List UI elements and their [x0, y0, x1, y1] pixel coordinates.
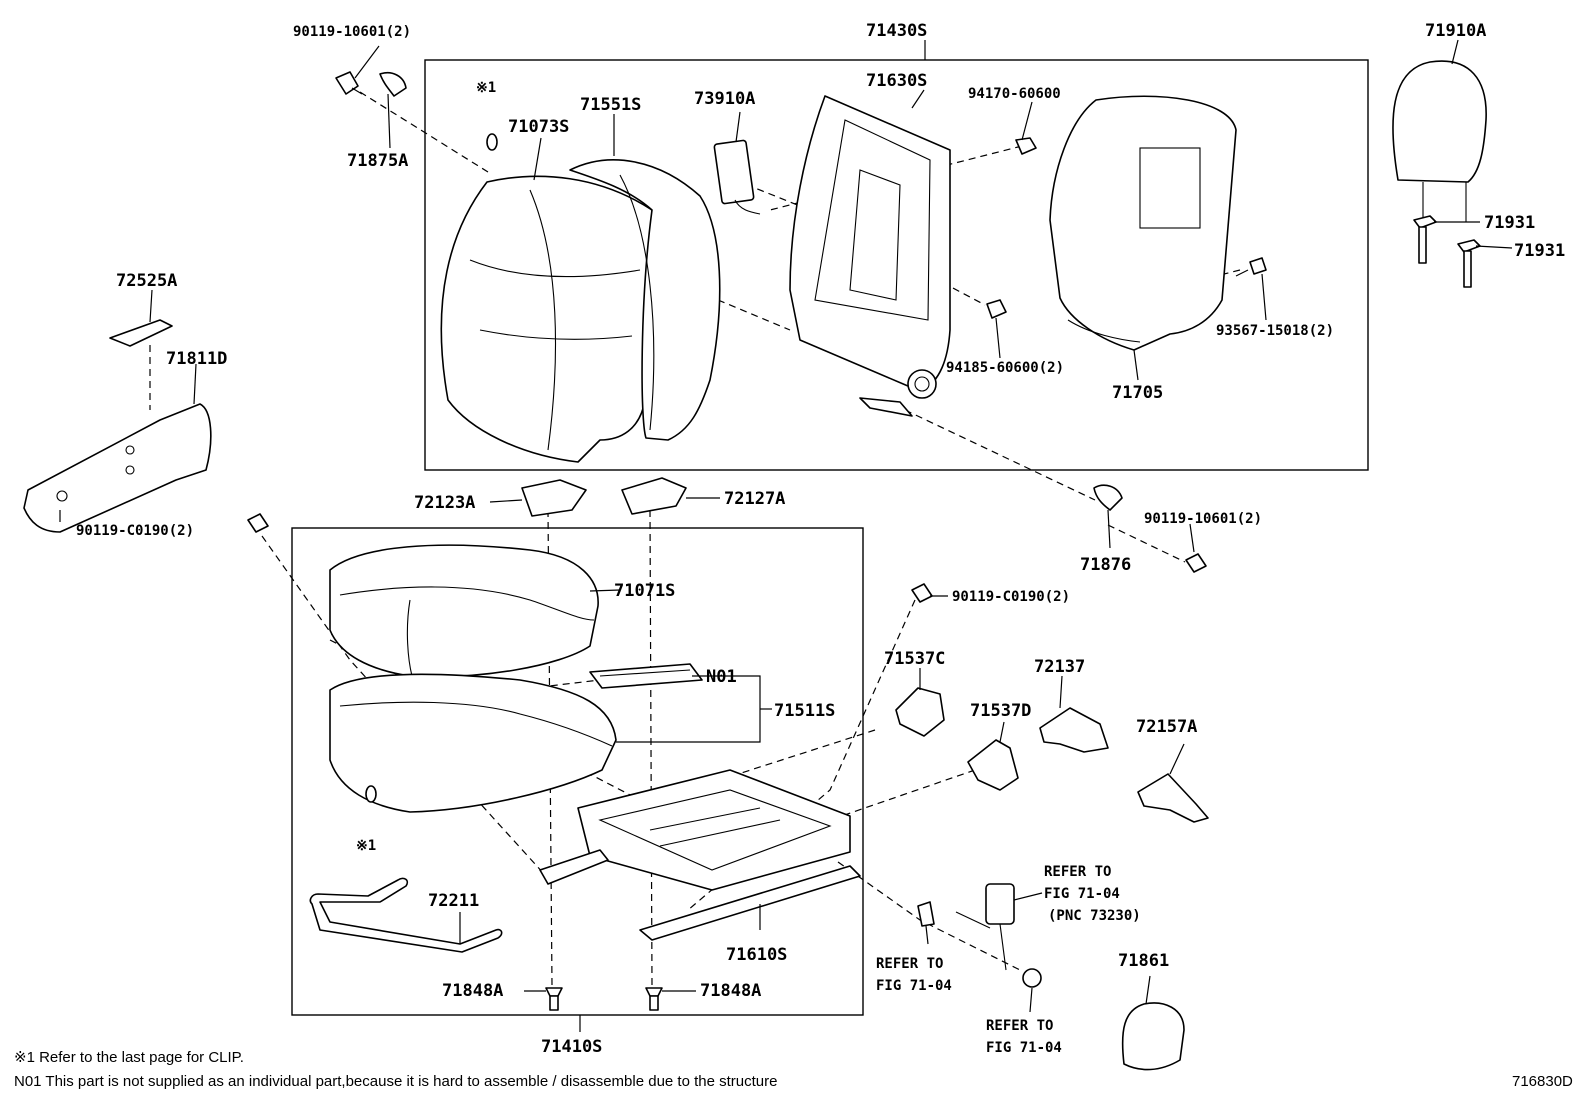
side-airbag-73910A: [713, 139, 761, 215]
label-71705: 71705: [1112, 383, 1163, 403]
label-90119-10601-right: 90119-10601(2): [1144, 511, 1262, 527]
leader-lines: [59, 39, 1513, 1013]
headrest-guide-71931-b: [1457, 239, 1481, 288]
headrest-71910A: [1392, 60, 1487, 222]
cushion-cover-71071S: [329, 544, 599, 678]
headrest-guide-71931-a: [1413, 215, 1437, 264]
footnote-clip: ※1 Refer to the last page for CLIP.: [14, 1049, 244, 1066]
bolt-71848A-left: [545, 987, 563, 1011]
footnote-n01: N01 This part is not supplied as an indi…: [14, 1073, 777, 1090]
seatback-assembly-box: [424, 59, 1369, 471]
bolt-90119-10601-right: [1185, 553, 1207, 573]
seatback-board-71705: [1049, 95, 1237, 351]
cover-71537D: [967, 739, 1019, 791]
label-71876: 71876: [1080, 555, 1131, 575]
cover-71537C: [895, 687, 945, 737]
label-93567-15018: 93567-15018(2): [1216, 323, 1334, 339]
nut-refer-bottom: [1022, 968, 1042, 988]
label-72127A: 72127A: [724, 489, 785, 509]
label-71811D: 71811D: [166, 349, 227, 369]
cover-71861: [1121, 1002, 1185, 1071]
label-94185-60600: 94185-60600(2): [946, 360, 1064, 376]
label-71410S: 71410S: [541, 1037, 602, 1057]
label-71430S: 71430S: [866, 21, 927, 41]
label-clip-mark-top: ※1: [476, 80, 496, 96]
cover-72525A: [109, 319, 173, 347]
seatback-pad-71551S: [569, 159, 721, 441]
bolt-71848A-right: [645, 987, 663, 1011]
label-73910A: 73910A: [694, 89, 755, 109]
label-clip-mark-bottom: ※1: [356, 838, 376, 854]
cushion-assembly-box: [291, 527, 864, 1016]
ref-mid-line1: REFER TO: [876, 956, 943, 972]
label-71910A: 71910A: [1425, 21, 1486, 41]
label-72123A: 72123A: [414, 493, 475, 513]
label-71537C: 71537C: [884, 649, 945, 669]
clip-refer-mid: [917, 901, 935, 927]
seatback-frame-71630S: [789, 95, 951, 417]
label-94170-60600: 94170-60600: [968, 86, 1061, 102]
ref-bottom-line1: REFER TO: [986, 1018, 1053, 1034]
wire-72211: [309, 877, 503, 953]
label-72525A: 72525A: [116, 271, 177, 291]
label-71861: 71861: [1118, 951, 1169, 971]
nut-94170-60600: [1015, 137, 1037, 155]
bolt-90119-C0190-mid: [911, 583, 933, 603]
ref-bottom-line2: FIG 71-04: [986, 1040, 1062, 1056]
cover-71875A: [379, 72, 407, 97]
label-71511S: 71511S: [774, 701, 835, 721]
label-72211: 72211: [428, 891, 479, 911]
ref-right-line2: FIG 71-04: [1044, 886, 1120, 902]
buckle-73230: [955, 883, 1015, 971]
nut-94185-60600: [986, 299, 1007, 319]
cushion-pad-71511S: [329, 673, 617, 813]
spring-N01: [589, 663, 703, 689]
screw-93567-15018: [1235, 257, 1267, 277]
label-71551S: 71551S: [580, 95, 641, 115]
label-71610S: 71610S: [726, 945, 787, 965]
handle-72157A: [1137, 773, 1209, 823]
label-71931-a: 71931: [1484, 213, 1535, 233]
label-71848A-right: 71848A: [700, 981, 761, 1001]
clip-mark-bottom-shape: [365, 785, 377, 803]
label-90119-C0190-left: 90119-C0190(2): [76, 523, 194, 539]
cover-72127A: [621, 477, 687, 515]
label-72157A: 72157A: [1136, 717, 1197, 737]
label-71073S: 71073S: [508, 117, 569, 137]
figure-id: 716830D: [1512, 1073, 1573, 1090]
seatback-cover-71073S: [440, 175, 653, 463]
label-71875A: 71875A: [347, 151, 408, 171]
ref-mid-line2: FIG 71-04: [876, 978, 952, 994]
clip-mark-top-shape: [486, 133, 498, 151]
label-71931-b: 71931: [1514, 241, 1565, 261]
label-71848A-left: 71848A: [442, 981, 503, 1001]
cushion-frame-71610S: [539, 769, 861, 941]
ref-right-line3: (PNC 73230): [1048, 908, 1141, 924]
bolt-90119-10601-top: [335, 71, 363, 95]
ref-right-line1: REFER TO: [1044, 864, 1111, 880]
label-71630S: 71630S: [866, 71, 927, 91]
side-cover-71811D: [23, 403, 212, 533]
cover-72123A: [521, 479, 587, 517]
label-90119-10601-top: 90119-10601(2): [293, 24, 411, 40]
cover-71876: [1093, 484, 1123, 511]
label-72137: 72137: [1034, 657, 1085, 677]
bolt-90119-C0190-left: [247, 513, 269, 533]
label-N01: N01: [706, 667, 737, 687]
handle-72137: [1039, 707, 1109, 753]
label-90119-C0190-mid: 90119-C0190(2): [952, 589, 1070, 605]
label-71071S: 71071S: [614, 581, 675, 601]
label-71537D: 71537D: [970, 701, 1031, 721]
